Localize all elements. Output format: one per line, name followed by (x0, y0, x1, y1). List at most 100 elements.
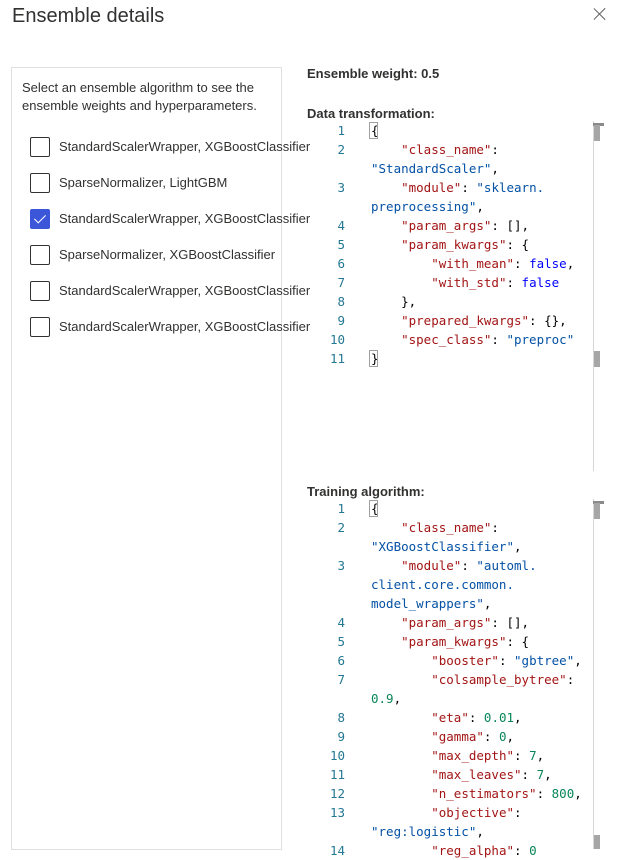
algorithm-label: SparseNormalizer, XGBoostClassifier (59, 247, 276, 262)
code-token: : (514, 805, 522, 820)
code-line: 8 }, (307, 292, 607, 311)
training-algorithm-label: Training algorithm: (307, 484, 425, 499)
code-line: 6 "with_mean": false, (307, 254, 607, 273)
algorithm-item[interactable]: StandardScalerWrapper, XGBoostClassifier (30, 280, 310, 304)
line-number: 6 (337, 653, 345, 668)
code-token: 0.01 (483, 710, 515, 725)
code-token: : (514, 256, 530, 271)
line-number: 11 (329, 351, 345, 366)
code-token: "colsample_bytree" (431, 672, 567, 687)
ensemble-weight: Ensemble weight: 0.5 (307, 66, 440, 81)
algorithm-checkbox[interactable] (30, 281, 50, 301)
algorithm-item[interactable]: StandardScalerWrapper, XGBoostClassifier (30, 316, 311, 340)
code-text: "reg_alpha": 0 (371, 841, 537, 860)
code-token: "max_leaves" (431, 767, 522, 782)
code-token: false (521, 275, 560, 290)
algorithm-item[interactable]: StandardScalerWrapper, XGBoostClassifier (30, 136, 311, 160)
code-text: "XGBoostClassifier", (371, 537, 522, 556)
code-text: client.core.common. (371, 575, 514, 594)
code-token: , (476, 824, 484, 839)
code-line: 7 "with_std": false (307, 273, 607, 292)
code-text: }, (371, 292, 416, 311)
line-number: 4 (337, 615, 345, 630)
code-line: 10 "spec_class": "preproc" (307, 330, 607, 349)
code-line: 7 "colsample_bytree": (307, 670, 607, 689)
algorithm-list-panel: Select an ensemble algorithm to see the … (11, 67, 311, 850)
code-token: "prepared_kwargs" (401, 313, 530, 328)
code-text: "max_leaves": 7, (371, 765, 552, 784)
code-text: "param_args": [], (371, 613, 529, 632)
algorithm-item[interactable]: SparseNormalizer, XGBoostClassifier (30, 244, 275, 268)
algorithm-checkbox[interactable] (30, 245, 50, 265)
line-number: 10 (329, 332, 345, 347)
code-token (371, 634, 401, 649)
code-token: : (536, 786, 552, 801)
close-icon[interactable] (588, 4, 612, 28)
scrollbar-track[interactable] (593, 499, 594, 849)
code-token: 0 (529, 843, 537, 858)
code-token: , (514, 710, 522, 725)
algorithm-checkbox[interactable] (30, 317, 50, 337)
code-text: "gamma": 0, (371, 727, 514, 746)
code-token: }, (371, 294, 417, 309)
code-token: "spec_class" (401, 332, 492, 347)
code-token: 0.9 (371, 691, 394, 706)
algorithm-item[interactable]: SparseNormalizer, LightGBM (30, 172, 275, 196)
code-token (371, 218, 401, 233)
data-transformation-label: Data transformation: (307, 106, 435, 121)
instruction-text: Select an ensemble algorithm to see the … (22, 80, 257, 113)
scrollbar-thumb[interactable] (594, 503, 600, 519)
code-line: 6 "booster": "gbtree", (307, 651, 607, 670)
code-token: , (506, 729, 515, 744)
algorithm-label: StandardScalerWrapper, XGBoostClassifier (59, 319, 311, 334)
line-number: 4 (337, 218, 345, 233)
code-token (371, 332, 401, 347)
algorithm-label: StandardScalerWrapper, XGBoostClassifier (59, 139, 311, 154)
code-text: model_wrappers", (371, 594, 491, 613)
training-algorithm-code[interactable]: 1{2 "class_name": "XGBoostClassifier",3 … (307, 499, 607, 858)
data-transformation-code[interactable]: 1{2 "class_name": "StandardScaler",3 "mo… (307, 121, 607, 473)
code-text: { (371, 121, 379, 140)
code-token: : (514, 843, 530, 858)
code-token (371, 843, 431, 858)
code-line: 11} (307, 349, 607, 368)
algorithm-checkbox[interactable] (30, 173, 50, 193)
code-token: } (371, 351, 379, 366)
code-token: 0 (498, 729, 507, 744)
code-token (371, 672, 431, 687)
code-token: : {}, (529, 313, 567, 328)
line-number: 3 (337, 180, 345, 195)
code-token: model_wrappers" (371, 596, 484, 611)
code-token: "preproc" (506, 332, 575, 347)
algorithm-checkbox-checked[interactable] (30, 209, 50, 229)
code-token: "param_kwargs" (401, 237, 507, 252)
line-number: 7 (337, 275, 345, 290)
code-token (371, 710, 431, 725)
dialog-title: Ensemble details (12, 5, 165, 27)
code-line: 8 "eta": 0.01, (307, 708, 607, 727)
scrollbar-track[interactable] (593, 121, 594, 471)
code-token (371, 729, 431, 744)
code-token: { (371, 123, 379, 138)
scrollbar-marker (594, 835, 600, 849)
code-token: "n_estimators" (431, 786, 537, 801)
algorithm-item[interactable]: StandardScalerWrapper, XGBoostClassifier (30, 208, 310, 232)
code-token: : (506, 275, 522, 290)
code-token: "class_name" (401, 142, 492, 157)
code-token: "XGBoostClassifier" (371, 539, 514, 554)
code-text: "n_estimators": 800, (371, 784, 582, 803)
scrollbar-thumb[interactable] (594, 125, 600, 141)
code-text: "module": "sklearn. (371, 178, 544, 197)
code-token (371, 805, 431, 820)
bracket-match-highlight (369, 500, 378, 517)
code-token (371, 275, 431, 290)
code-token: "module" (401, 558, 462, 573)
code-token: : [], (491, 218, 530, 233)
code-token: , (544, 767, 552, 782)
line-number: 11 (329, 767, 345, 782)
code-line: 13 "objective": (307, 803, 607, 822)
code-token: "with_mean" (431, 256, 515, 271)
algorithm-checkbox[interactable] (30, 137, 50, 157)
code-token: : (491, 332, 507, 347)
code-token: "param_args" (401, 615, 492, 630)
